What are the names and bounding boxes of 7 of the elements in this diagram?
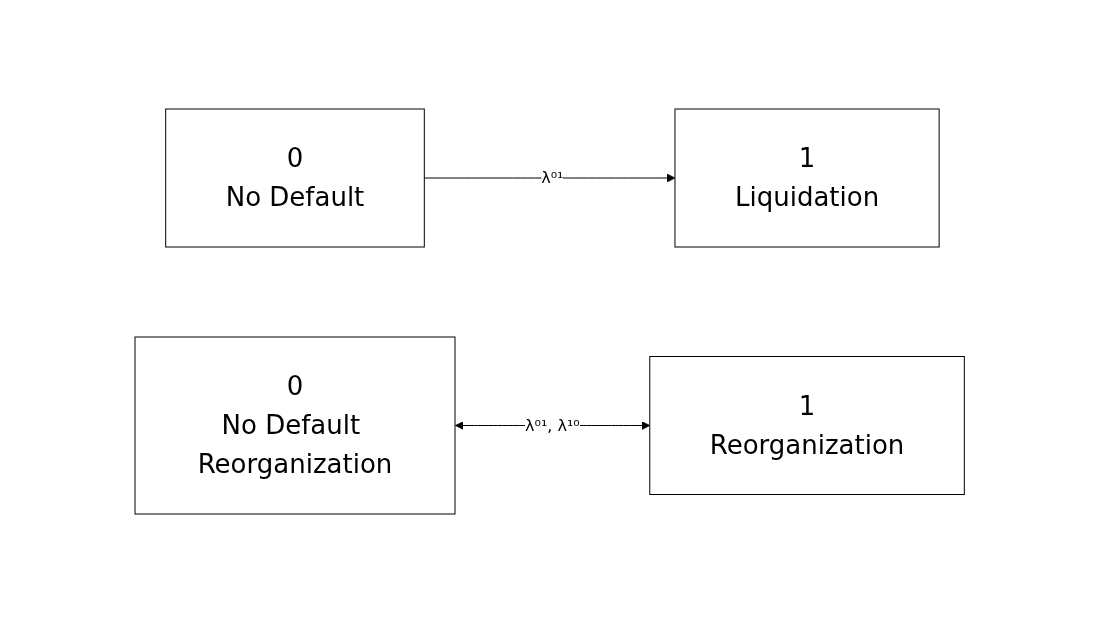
edge-label: λ⁰¹, λ¹⁰: [525, 415, 581, 435]
node-box: 0 No Default Reorganization: [134, 336, 456, 515]
node-box: 1 Liquidation: [674, 108, 940, 248]
edge-label: λ⁰¹: [541, 168, 564, 187]
node-box: 0 No Default: [165, 108, 426, 248]
node-box: 1 Reorganization: [649, 356, 966, 495]
arrow: [424, 173, 676, 183]
